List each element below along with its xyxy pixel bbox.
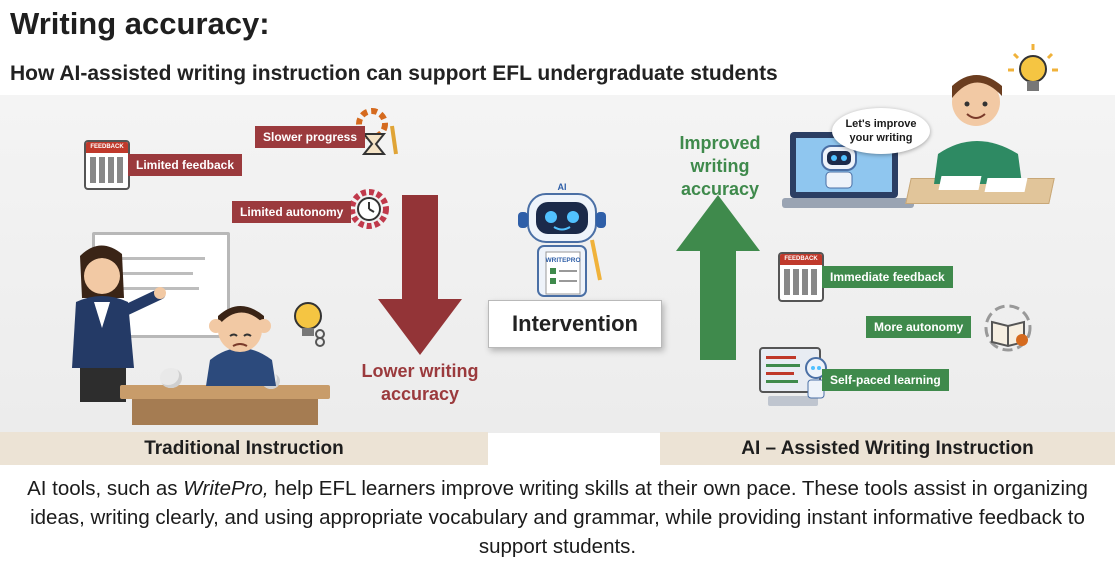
outcome-line: Improved: [679, 133, 761, 153]
ai-assisted-instruction-label: AI – Assisted Writing Instruction: [741, 437, 1034, 459]
traditional-instruction-label: Traditional Instruction: [144, 437, 344, 459]
calendar-header: FEEDBACK: [86, 142, 128, 153]
lightbulb-icon: [1008, 44, 1058, 91]
outcome-line: writing: [690, 156, 750, 176]
hourglass-gear-icon: [356, 108, 398, 155]
caption-part: help EFL learners improve writing skills…: [30, 477, 1088, 558]
up-arrow-icon: [676, 195, 760, 360]
down-arrow-icon: [378, 195, 462, 355]
gear-clock-icon: [349, 189, 389, 229]
frustrated-student-illustration: [206, 306, 276, 386]
calendar-header: FEEDBACK: [780, 254, 822, 265]
speech-bubble: Let's improve your writing: [832, 108, 930, 154]
limited-autonomy-label: Limited autonomy: [232, 201, 352, 223]
calendar-feedback-icon: FEEDBACK: [84, 140, 130, 190]
intervention-label: Intervention: [488, 300, 662, 348]
improved-writing-accuracy-text: Improved writing accuracy: [660, 132, 780, 201]
book-cycle-icon: [984, 304, 1032, 352]
self-paced-learning-label: Self-paced learning: [822, 369, 949, 391]
desk-front: [132, 399, 318, 425]
traditional-instruction-bar: Traditional Instruction: [0, 432, 488, 465]
robot-mascot-illustration: AI WRITEPRO: [518, 182, 606, 297]
more-autonomy-label: More autonomy: [866, 316, 972, 338]
speech-line: your writing: [849, 132, 913, 144]
limited-feedback-label: Limited feedback: [128, 154, 243, 176]
calendar-feedback-icon: FEEDBACK: [778, 252, 824, 302]
lower-writing-accuracy-text: Lower writing accuracy: [350, 360, 490, 406]
page-subtitle: How AI-assisted writing instruction can …: [10, 62, 778, 85]
caption-part: AI tools, such as: [27, 477, 184, 500]
speech-line: Let's improve: [845, 118, 917, 130]
happy-student-illustration: [934, 75, 1022, 184]
page-title: Writing accuracy:: [10, 6, 270, 41]
outcome-line: accuracy: [680, 179, 760, 199]
tool-name: WritePro,: [183, 477, 269, 500]
crumpled-paper: [160, 368, 182, 388]
student-desk: [120, 385, 330, 399]
slower-progress-label: Slower progress: [255, 126, 366, 148]
robot-ai-label: AI: [558, 182, 567, 192]
paper-sheet: [984, 178, 1028, 192]
immediate-feedback-label: Immediate feedback: [822, 266, 953, 288]
outcome-line: accuracy: [380, 384, 460, 404]
caption-text: AI tools, such as WritePro, help EFL lea…: [20, 474, 1095, 561]
computer-robot-icon: [759, 347, 827, 406]
robot-badge: WRITEPRO: [545, 257, 580, 264]
ai-assisted-instruction-bar: AI – Assisted Writing Instruction: [660, 432, 1115, 465]
chained-lightbulb-icon: [294, 302, 325, 347]
teacher-illustration: [72, 245, 166, 402]
outcome-line: Lower writing: [361, 361, 479, 381]
paper-sheet: [938, 176, 982, 190]
